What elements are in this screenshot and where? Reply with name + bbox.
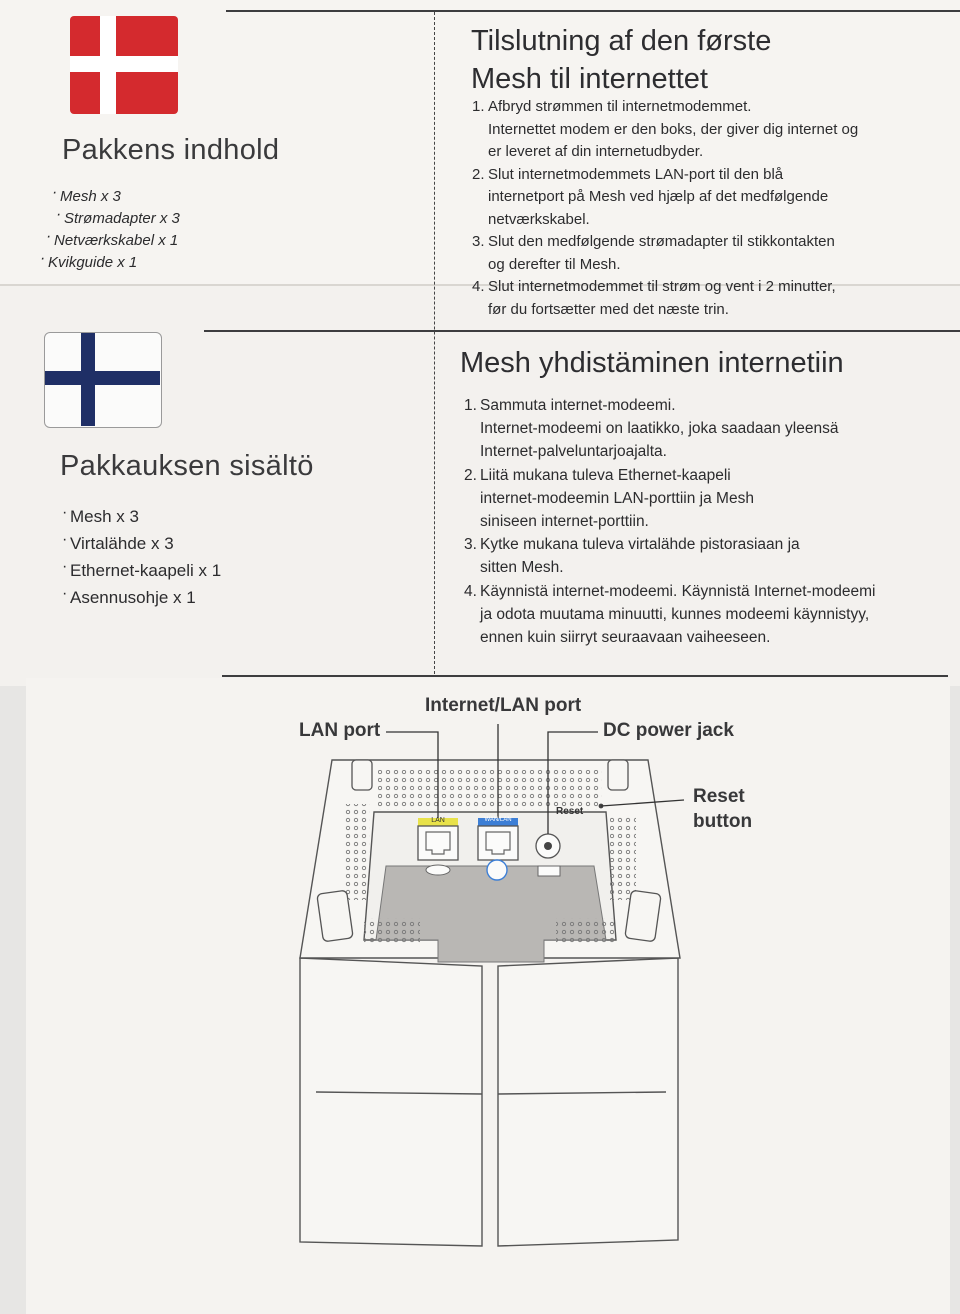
wan-port-tag: WAN/LAN — [484, 817, 512, 823]
finnish-steps: 1. Sammuta internet-modeemi.Internet-mod… — [464, 394, 934, 649]
step-item: 4. Slut internetmodemmet til strøm og ve… — [472, 278, 836, 318]
step-item: 1. Afbryd strømmen til internetmodemmet.… — [472, 98, 859, 160]
reset-button-label: Reset button — [693, 786, 753, 832]
finnish-flag — [44, 332, 162, 428]
list-item: Ethernet-kaapeli x 1 — [62, 553, 221, 584]
finnish-contents-list: Mesh x 3 Virtalähde x 3 Ethernet-kaapeli… — [62, 499, 221, 611]
step-item: 4. Käynnistä internet-modeemi. Käynnistä… — [464, 582, 876, 647]
step-item: 3. Slut den medfølgende strømadapter til… — [472, 233, 835, 273]
step-item: 2. Slut internetmodemmets LAN-port til d… — [472, 165, 829, 228]
step-item: 1. Sammuta internet-modeemi.Internet-mod… — [464, 397, 839, 461]
danish-flag — [70, 16, 178, 114]
list-item: Netværkskabel x 1 — [46, 226, 180, 252]
top-rule — [226, 10, 960, 12]
danish-title: Tilslutning af den første Mesh til inter… — [471, 25, 772, 95]
finnish-contents-heading: Pakkauksen sisältö — [60, 450, 314, 482]
paper-fold — [0, 284, 960, 286]
list-item: Mesh x 3 — [52, 182, 180, 208]
lan-port-tag: LAN — [431, 817, 445, 824]
internet-lan-port-label: Internet/LAN port — [425, 695, 582, 716]
list-item: Asennusohje x 1 — [62, 580, 221, 611]
list-item: Virtalähde x 3 — [62, 526, 221, 557]
lan-port-label: LAN port — [299, 720, 381, 741]
list-item: Strømadapter x 3 — [56, 204, 180, 230]
danish-contents-list: Mesh x 3 Strømadapter x 3 Netværkskabel … — [40, 182, 180, 274]
column-divider — [434, 12, 435, 674]
dc-power-jack-label: DC power jack — [603, 720, 734, 741]
list-item: Kvikguide x 1 — [40, 248, 180, 274]
middle-rule — [204, 330, 960, 332]
danish-steps: 1. Afbryd strømmen til internetmodemmet.… — [472, 96, 932, 321]
reset-port-tag: Reset — [556, 806, 584, 817]
finnish-title: Mesh yhdistäminen internetiin — [460, 347, 844, 379]
bottom-rule — [222, 675, 948, 677]
danish-contents-heading: Pakkens indhold — [62, 134, 280, 166]
step-item: 3. Kytke mukana tuleva virtalähde pistor… — [464, 536, 800, 577]
list-item: Mesh x 3 — [62, 499, 221, 530]
